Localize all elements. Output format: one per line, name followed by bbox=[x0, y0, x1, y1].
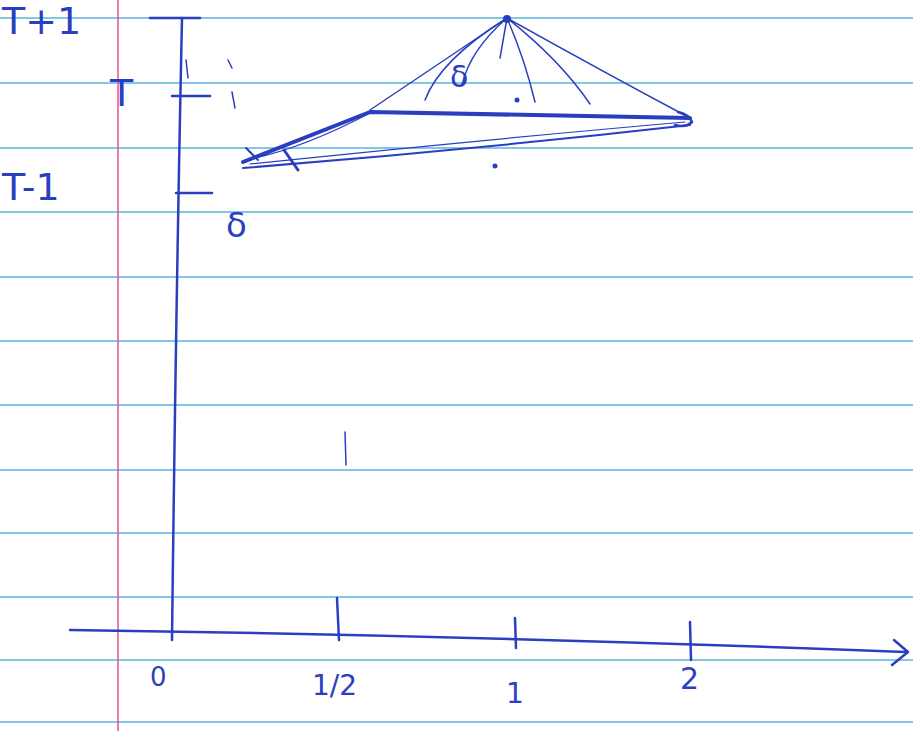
cone-base-lower bbox=[243, 125, 690, 168]
cone-ray bbox=[425, 18, 507, 100]
cone-ray bbox=[507, 18, 590, 104]
tick bbox=[345, 432, 346, 465]
dots bbox=[493, 15, 520, 169]
axis-label: 1 bbox=[506, 680, 524, 708]
cone-base-lower bbox=[250, 122, 685, 164]
tick bbox=[232, 92, 235, 108]
tick bbox=[176, 192, 212, 195]
cone-base-side bbox=[245, 112, 372, 160]
axis-label: T-1 bbox=[2, 168, 60, 206]
tick bbox=[690, 622, 691, 660]
tick bbox=[150, 17, 200, 20]
variable-label: δ bbox=[450, 62, 468, 92]
cone-ray bbox=[500, 18, 507, 58]
tick bbox=[186, 60, 188, 78]
tick bbox=[515, 618, 516, 648]
x-axis bbox=[70, 630, 905, 652]
variable-label: δ bbox=[226, 208, 247, 242]
axis-label: 0 bbox=[150, 664, 167, 690]
ruled-lines bbox=[0, 18, 913, 722]
cone-mark bbox=[246, 148, 258, 160]
apex-dot bbox=[503, 15, 511, 23]
axis-label: 1/2 bbox=[312, 672, 357, 700]
cone-ray bbox=[462, 18, 507, 85]
cone bbox=[243, 18, 692, 170]
axes bbox=[70, 18, 908, 665]
axis-arrowhead bbox=[892, 640, 908, 665]
cone-base-edge bbox=[243, 112, 690, 162]
point-dot bbox=[515, 98, 520, 103]
point-dot bbox=[493, 164, 498, 169]
cone-ray bbox=[507, 18, 690, 118]
tick bbox=[337, 598, 339, 640]
axis-label: T+1 bbox=[2, 2, 81, 40]
tick bbox=[228, 60, 232, 68]
axis-label: T bbox=[110, 74, 133, 112]
cone-mark bbox=[284, 150, 298, 170]
cone-ray bbox=[370, 18, 507, 110]
axis-label: 2 bbox=[680, 664, 699, 694]
y-axis bbox=[172, 18, 182, 640]
tick bbox=[172, 95, 210, 98]
